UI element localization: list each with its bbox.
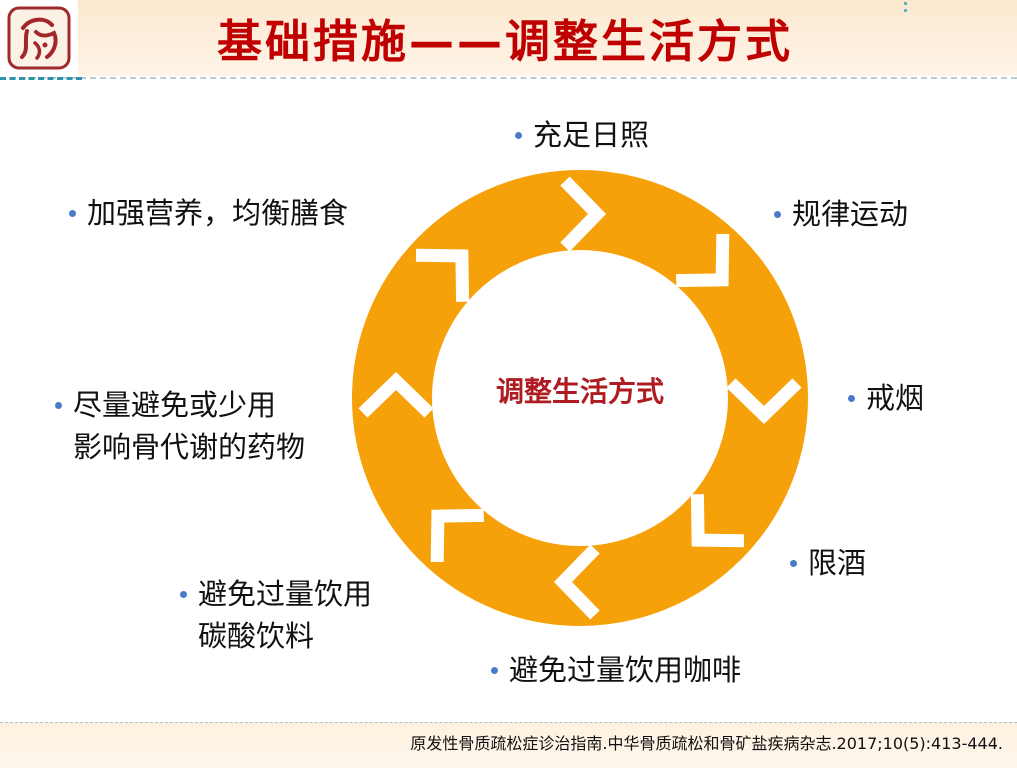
lifestyle-item: 加强营养，均衡膳食 (66, 192, 348, 234)
footer-band (0, 722, 1017, 768)
lifestyle-item-text: 加强营养，均衡膳食 (87, 196, 349, 230)
lifestyle-item: 充足日照 (512, 114, 649, 156)
header-band (78, 0, 1017, 76)
lifestyle-item: 戒烟 (845, 377, 924, 419)
cycle-chevron-group (358, 176, 802, 620)
cycle-chevron-arrow (415, 248, 470, 302)
bullet-dot-icon (491, 667, 498, 674)
reference-citation: 原发性骨质疏松症诊治指南.中华骨质疏松和骨矿盐疾病杂志.2017;10(5):4… (410, 734, 1003, 753)
lifestyle-item: 避免过量饮用咖啡 (488, 649, 741, 691)
cycle-chevron-arrow (676, 233, 730, 288)
cycle-ring (352, 170, 808, 626)
cycle-chevron-arrow (726, 378, 802, 425)
lifestyle-item-text: 避免过量饮用 (198, 577, 373, 611)
brand-seal-icon (7, 6, 71, 70)
cycle-center-label: 调整生活方式 (495, 375, 664, 408)
lifestyle-item-text: 规律运动 (792, 197, 909, 231)
cycle-chevron-arrow (553, 544, 600, 620)
cycle-chevron-arrow (690, 494, 745, 548)
cycle-chevron-arrow (358, 371, 434, 418)
lifestyle-item-text: 限酒 (808, 546, 867, 580)
header-divider (0, 77, 1017, 79)
cycle-chevron-arrow (560, 176, 607, 252)
bullet-dot-icon (515, 132, 522, 139)
bullet-dot-icon (790, 560, 797, 567)
cycle-chevron-arrow (430, 508, 484, 563)
logo-divider (0, 77, 82, 80)
corner-dots-icon (904, 2, 908, 14)
bullet-dot-icon (69, 210, 76, 217)
lifestyle-item-text: 影响骨代谢的药物 (73, 430, 306, 464)
lifestyle-item-text: 戒烟 (866, 381, 925, 415)
lifestyle-item: 规律运动 (771, 193, 908, 235)
slide-title: 基础措施——调整生活方式 (216, 15, 793, 68)
bullet-dot-icon (774, 211, 781, 218)
bullet-dot-icon (848, 395, 855, 402)
lifestyle-item: 限酒 (787, 542, 866, 584)
lifestyle-item: 避免过量饮用 碳酸饮料 (177, 573, 372, 657)
lifestyle-item-text: 尽量避免或少用 (73, 388, 277, 422)
lifestyle-item-text: 碳酸饮料 (198, 619, 315, 653)
lifestyle-item-text: 避免过量饮用咖啡 (509, 653, 742, 687)
bullet-dot-icon (180, 591, 187, 598)
bullet-dot-icon (55, 402, 62, 409)
lifestyle-item-text: 充足日照 (533, 118, 650, 152)
lifestyle-item: 尽量避免或少用 影响骨代谢的药物 (52, 384, 305, 468)
logo-area (0, 0, 78, 76)
